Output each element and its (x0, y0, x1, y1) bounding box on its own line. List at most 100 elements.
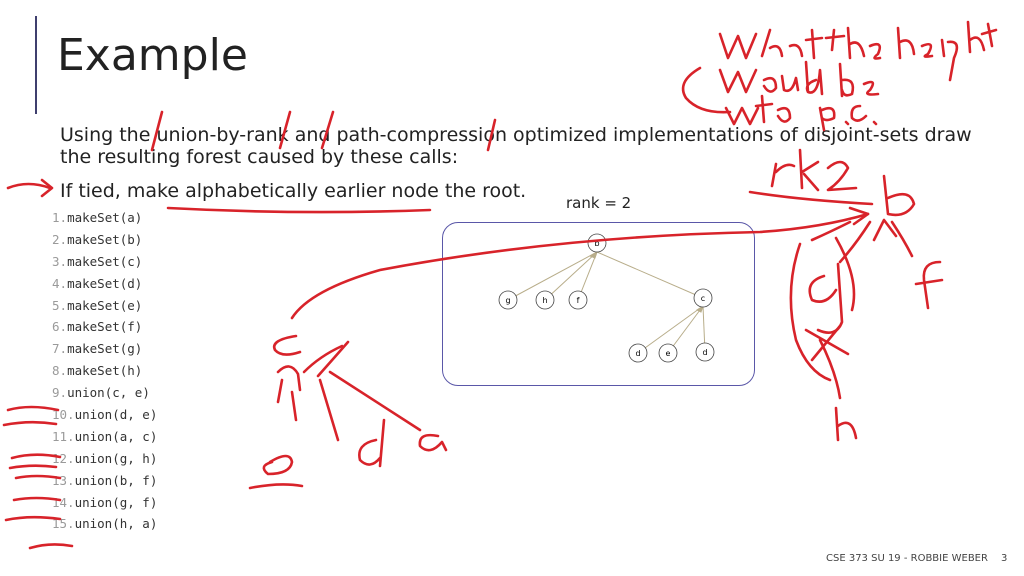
code-text: union(b, f) (74, 472, 158, 488)
line-number: 5. (52, 297, 68, 313)
ink-text-height (896, 20, 998, 82)
tree-nodes: b g h f c d e d (498, 233, 715, 363)
ink-text-the (824, 26, 882, 60)
ink-stroke (834, 236, 856, 312)
ink-curve (290, 212, 870, 320)
ink-tick (320, 110, 335, 150)
ink-text-pc (818, 104, 878, 132)
code-text: makeSet(e) (67, 297, 143, 313)
arrowhead (696, 304, 704, 313)
code-text: makeSet(g) (67, 341, 143, 357)
ink-arrow (848, 206, 870, 226)
svg-text:d: d (702, 348, 707, 357)
ink-stroke (302, 344, 344, 374)
code-line: 6.makeSet(f) (52, 316, 157, 338)
ink-tick (278, 110, 292, 150)
line-number: 7. (52, 341, 68, 357)
ink-dash (8, 464, 58, 470)
ink-stroke (290, 390, 298, 422)
node-b: b (587, 233, 607, 253)
ink-text-rk (770, 148, 820, 192)
code-line: 4.makeSet(d) (52, 273, 157, 295)
code-text: union(a, c) (74, 428, 158, 444)
ink-dash (28, 543, 74, 550)
code-line: 15.union(h, a) (52, 513, 157, 535)
node-h: h (535, 290, 555, 310)
ink-arrow (40, 178, 54, 198)
ink-stroke (872, 218, 898, 242)
code-text: makeSet(d) (67, 275, 143, 291)
line-number: 15. (52, 516, 75, 532)
ink-bracket (681, 66, 732, 114)
code-text: makeSet(h) (67, 363, 143, 379)
edge-c-b (596, 251, 704, 299)
ink-stroke (316, 340, 350, 378)
code-text: makeSet(a) (67, 210, 143, 225)
ink-underline (166, 206, 432, 214)
ink-cross (804, 324, 850, 362)
edge-g-b (507, 251, 598, 301)
code-text: union(d, e) (74, 407, 158, 423)
code-line: 2.makeSet(b) (52, 229, 157, 251)
forest-diagram-box (442, 222, 755, 386)
code-text: makeSet(b) (67, 231, 143, 247)
svg-text:h: h (542, 296, 547, 305)
footer-course-label: CSE 373 SU 19 - ROBBIE WEBER (826, 553, 988, 564)
node-f: f (568, 290, 588, 310)
node-e: e (658, 343, 678, 363)
ink-dash (2, 420, 58, 427)
ink-tick (486, 118, 497, 152)
ink-letter-d (358, 418, 386, 468)
ink-letter-h (834, 406, 858, 442)
line-number: 4. (52, 275, 68, 291)
line-number: 9. (52, 385, 68, 401)
code-line: 3.makeSet(c) (52, 251, 157, 273)
handwritten-annotations (2, 20, 998, 550)
code-text: union(g, f) (74, 494, 158, 510)
ink-dash (6, 405, 60, 412)
ink-dash (12, 496, 62, 502)
ink-letter-g (276, 365, 302, 404)
code-line: 7.makeSet(g) (52, 338, 157, 360)
ink-text-would (718, 60, 824, 96)
slide-title: Example (57, 30, 248, 81)
ink-stroke (890, 220, 914, 258)
ink-letter-f (914, 260, 944, 310)
ink-text-be (838, 62, 880, 98)
line-number: 12. (52, 450, 75, 466)
code-line: 8.makeSet(h) (52, 360, 157, 382)
ink-stroke (789, 242, 832, 382)
line-number: 6. (52, 319, 68, 335)
ink-tick (150, 110, 164, 152)
title-accent-bar (35, 16, 37, 114)
ink-arrow (6, 182, 52, 190)
code-line: 1.makeSet(a) (52, 207, 157, 229)
slide-number: 3 (1001, 553, 1008, 564)
arrowhead (588, 250, 598, 259)
ink-text-wo (724, 94, 792, 126)
edge-e-c (667, 305, 704, 354)
code-line: 9.union(c, e) (52, 382, 157, 404)
ink-stroke (810, 220, 852, 242)
ink-dash (14, 474, 62, 480)
code-text: union(h, a) (74, 516, 158, 532)
svg-text:e: e (666, 349, 671, 358)
ink-stroke (328, 370, 422, 432)
node-d: d (695, 342, 715, 362)
code-listing: 1.makeSet(a) 2.makeSet(b) 3.makeSet(c) 4… (52, 207, 157, 535)
ink-stroke (838, 220, 872, 264)
line-number: 8. (52, 363, 68, 379)
node-d: d (628, 343, 648, 363)
ink-letter-a (418, 433, 448, 452)
code-text: union(g, h) (74, 450, 158, 466)
ink-text-2 (826, 160, 858, 192)
ink-text-what (718, 32, 758, 60)
rank-label: rank = 2 (566, 194, 632, 212)
ink-text-what (760, 28, 824, 60)
ink-underline (248, 483, 304, 490)
svg-text:c: c (701, 294, 705, 303)
ink-letter-b (882, 174, 916, 217)
ink-dash (10, 453, 62, 460)
svg-text:d: d (635, 349, 640, 358)
